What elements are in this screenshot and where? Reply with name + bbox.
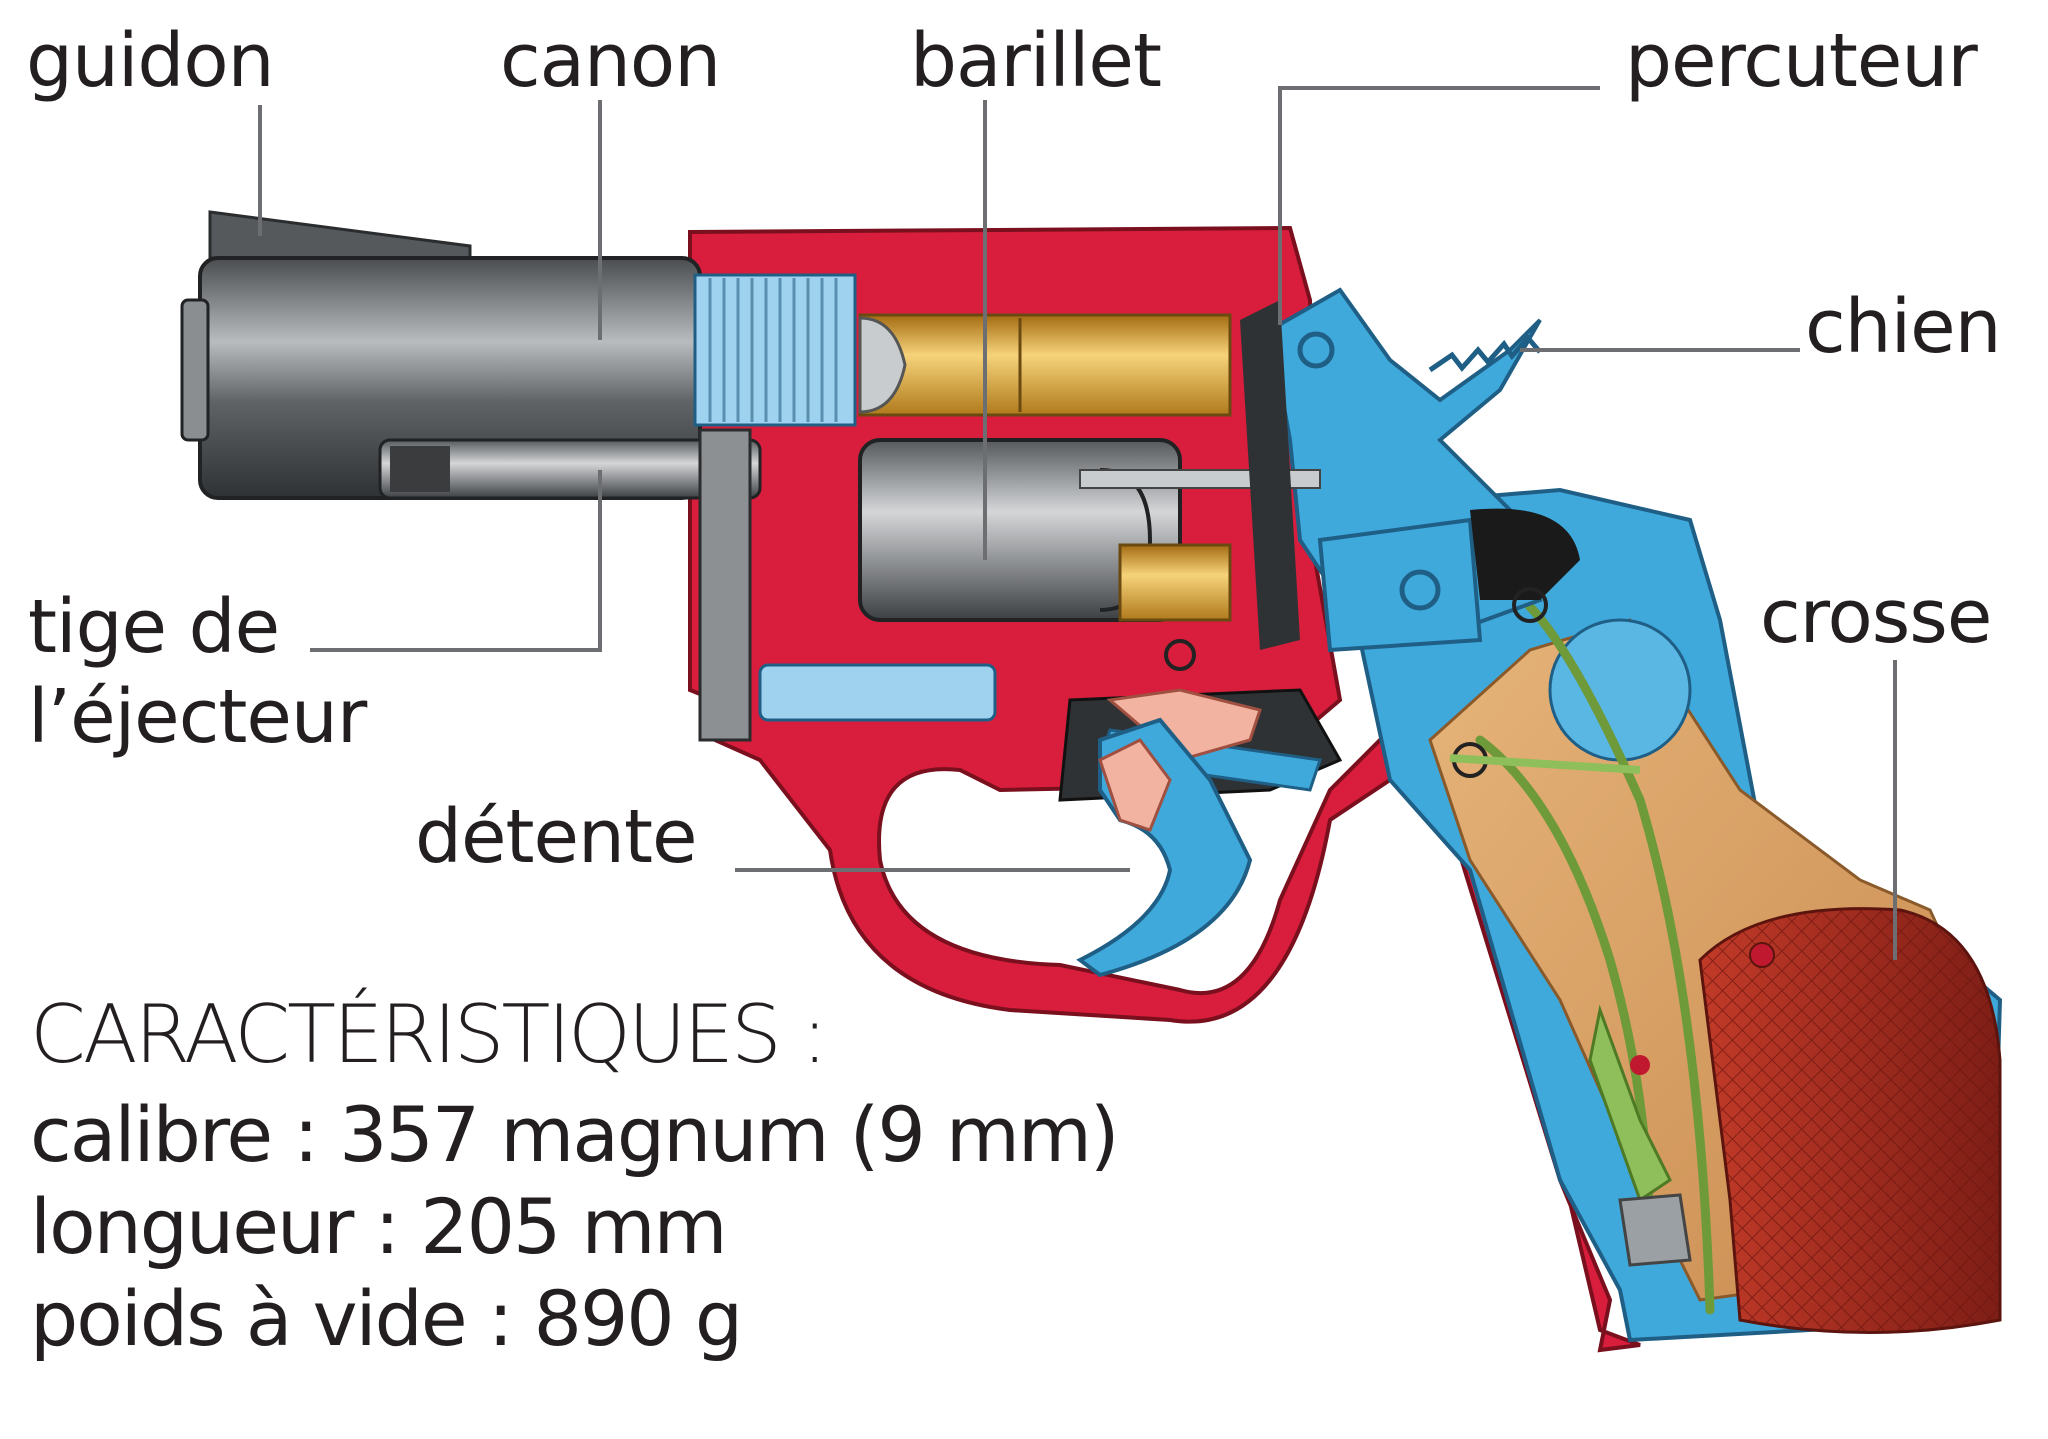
trigger [1076, 717, 1253, 978]
label-detente: détente [415, 794, 697, 880]
specifications-title: CARACTÉRISTIQUES : [30, 988, 828, 1081]
ejector-rod [378, 428, 762, 742]
label-chien: chien [1805, 284, 2002, 370]
spec-length: longueur : 205 mm [30, 1182, 728, 1271]
label-barillet: barillet [910, 18, 1162, 104]
label-tige-line2: l’éjecteur [28, 674, 367, 760]
cylinder [758, 313, 1321, 722]
specifications: CARACTÉRISTIQUES : calibre : 357 magnum … [30, 988, 1120, 1365]
spring-guide [1588, 1004, 1672, 1203]
label-canon: canon [500, 18, 721, 104]
spec-caliber: calibre : 357 magnum (9 mm) [30, 1090, 1120, 1179]
label-crosse: crosse [1760, 574, 1992, 660]
wood-grip [1428, 618, 2002, 1334]
strain-screw [1618, 1193, 1692, 1267]
label-tige-line1: tige de [28, 584, 280, 670]
leader-lines [258, 86, 1897, 960]
spec-weight: poids à vide : 890 g [30, 1274, 743, 1363]
barrel [180, 210, 857, 500]
grip-screw [1630, 1055, 1650, 1075]
label-percuteur: percuteur [1625, 18, 1978, 104]
label-guidon: guidon [26, 18, 275, 104]
